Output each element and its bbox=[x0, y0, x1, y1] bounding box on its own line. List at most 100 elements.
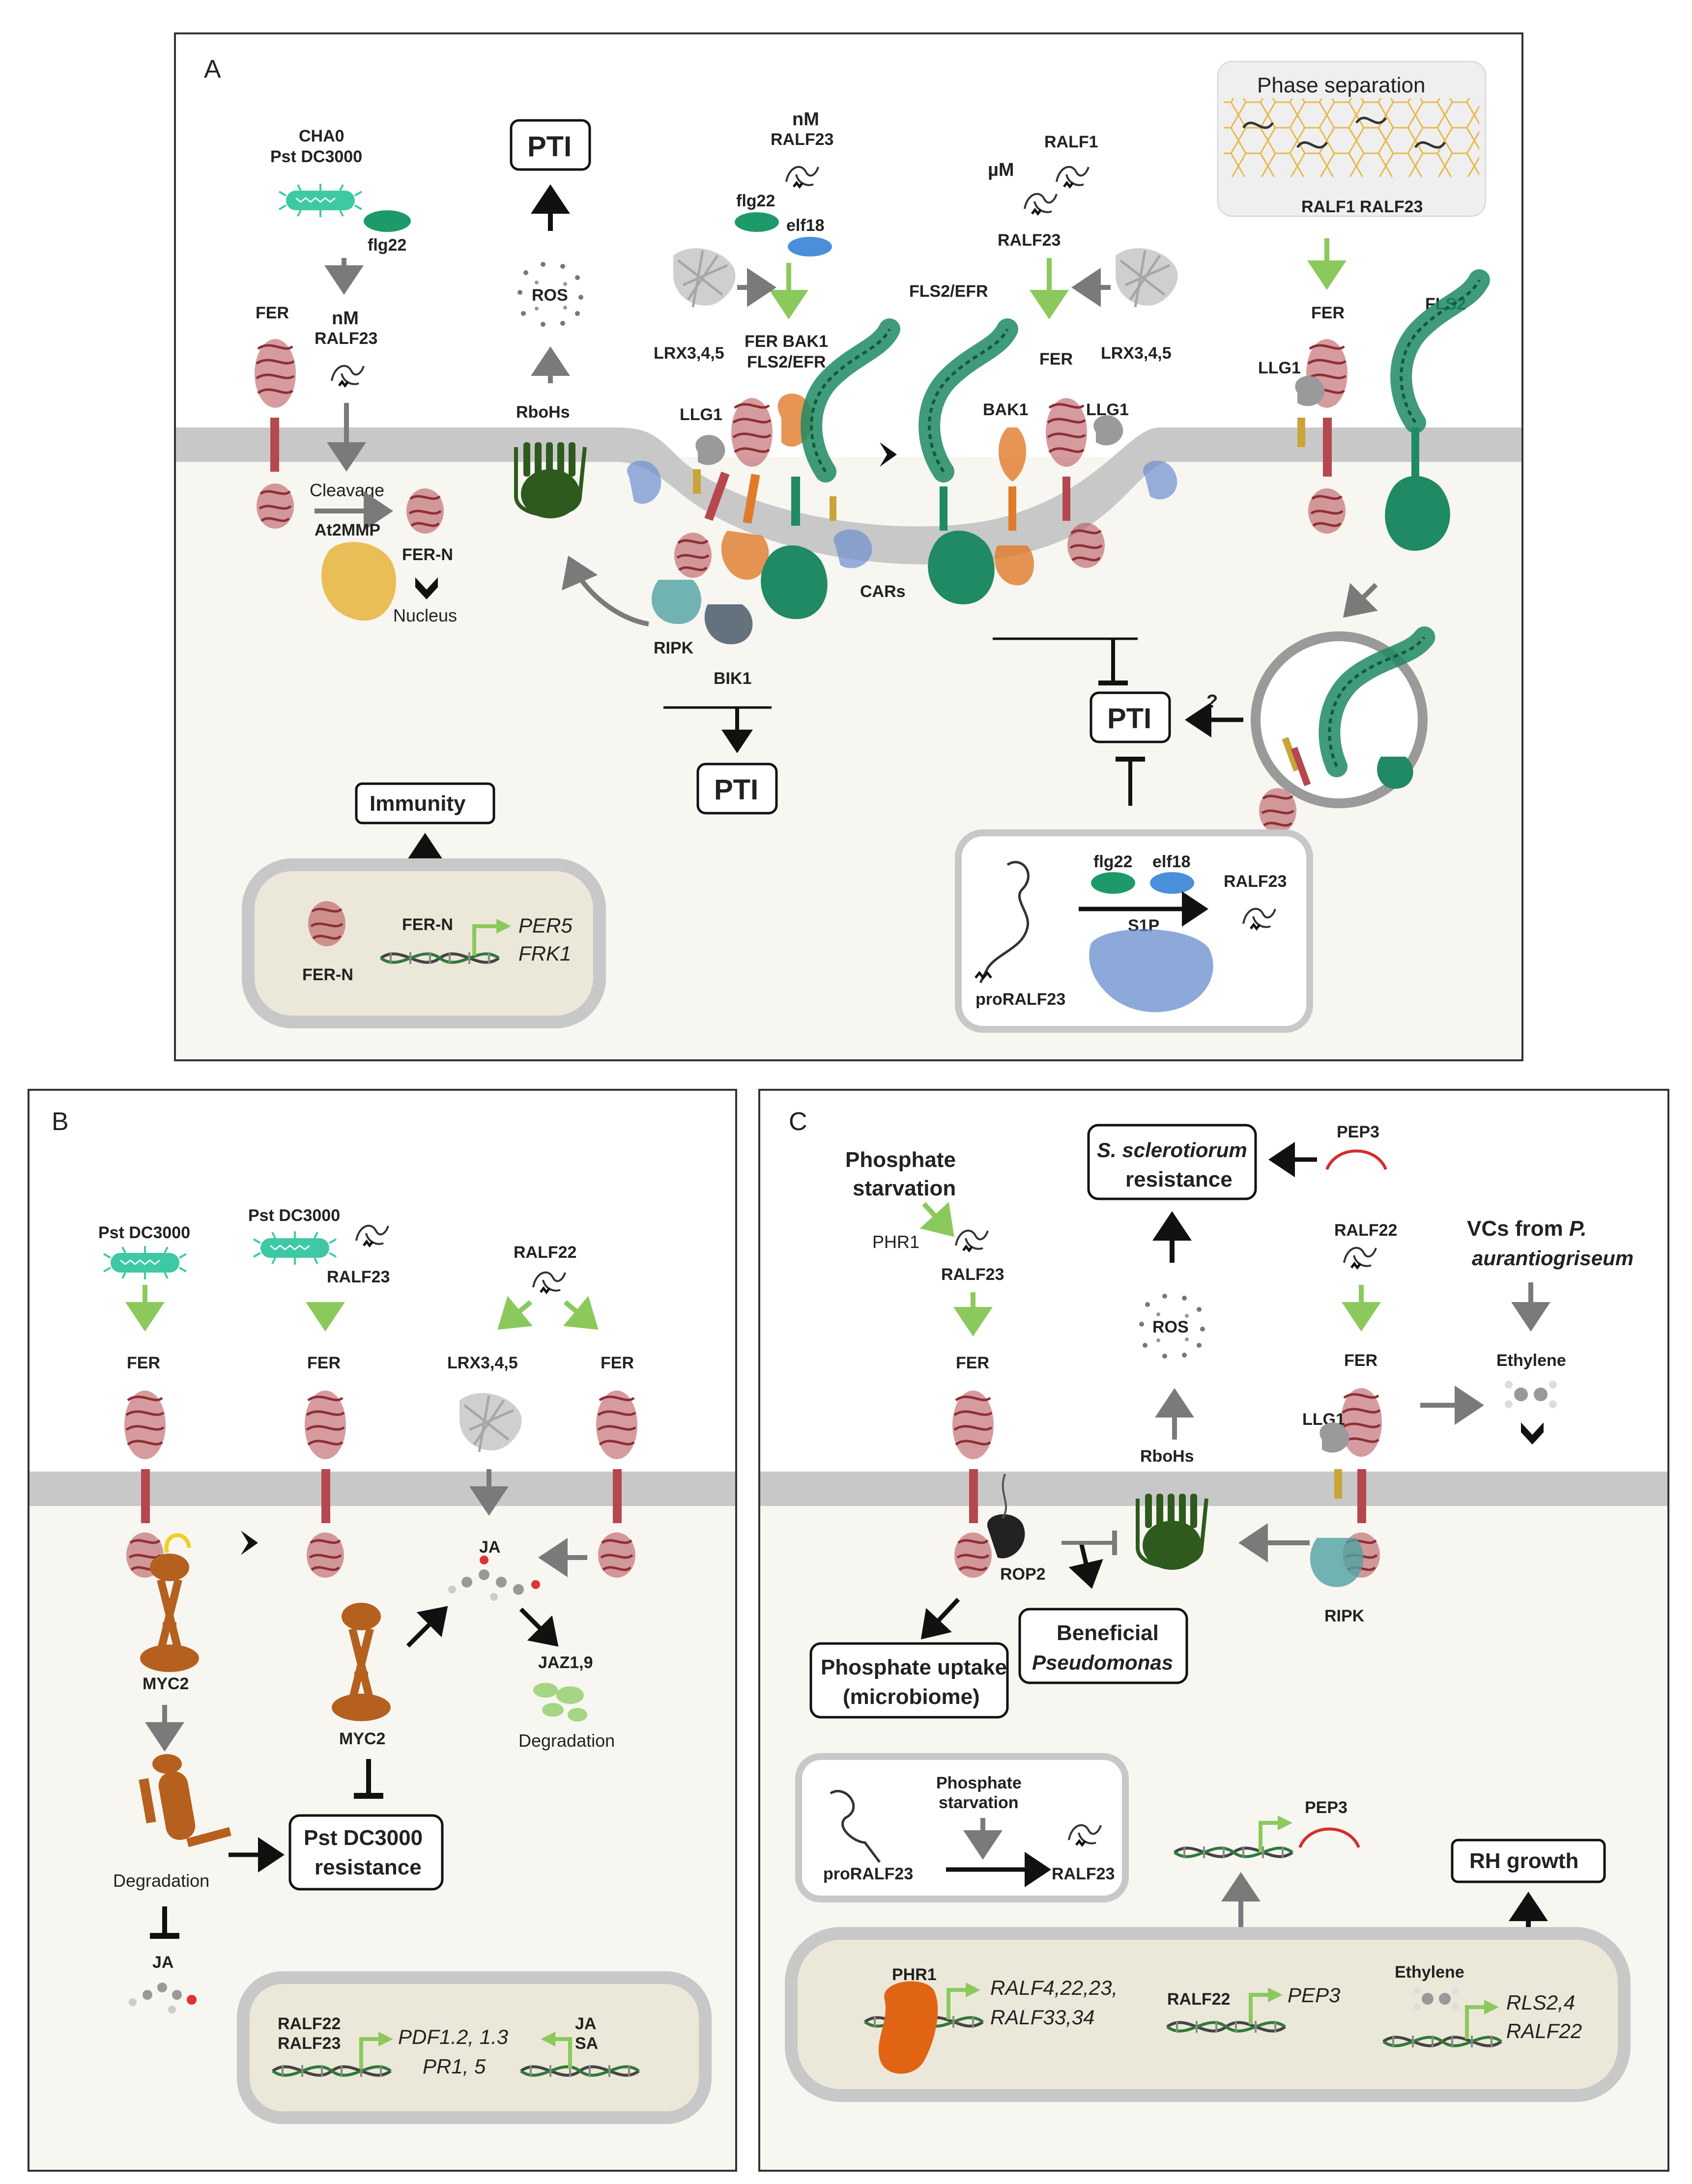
immunity-label: Immunity bbox=[370, 792, 466, 816]
fls2-kinase-far-right bbox=[1385, 476, 1450, 551]
myc2-degradation-fragments bbox=[139, 1754, 231, 1847]
phosphate-uptake-box bbox=[809, 1642, 1009, 1719]
ja-label-nucleus-b: JA bbox=[575, 2014, 596, 2033]
bak1-tm-complex bbox=[743, 474, 760, 524]
bak1-kinase-right bbox=[994, 545, 1034, 586]
rbohs-label-a: RboHs bbox=[516, 403, 570, 422]
jaz-label: JAZ1,9 bbox=[538, 1653, 593, 1672]
fer-n-label-nucleus: FER-N bbox=[302, 965, 353, 984]
nucleus-label: Nucleus bbox=[393, 605, 457, 625]
fer-receptor-complex bbox=[731, 398, 773, 467]
degradation-label-jaz: Degradation bbox=[518, 1730, 615, 1751]
phosphate-label-c-l1: Phosphate bbox=[845, 1148, 956, 1172]
fer-label-b2: FER bbox=[307, 1354, 341, 1372]
rh-growth-box bbox=[1451, 1839, 1606, 1883]
pep3-peptide-mid bbox=[1298, 1827, 1360, 1848]
fer-label-a-far-right: FER bbox=[1311, 304, 1345, 322]
ralf-genes-l2: RALF33,34 bbox=[990, 2006, 1094, 2029]
pst-dc3000-label-b1: Pst DC3000 bbox=[98, 1223, 190, 1242]
ralf23-label-left: RALF23 bbox=[315, 329, 377, 348]
llg1-grey-right bbox=[1093, 415, 1123, 446]
fer-kinase-far-right bbox=[1308, 488, 1346, 534]
fer-tm-b3 bbox=[613, 1469, 622, 1523]
lrx-label-b: LRX3,4,5 bbox=[447, 1354, 518, 1372]
ros-label-c: ROS bbox=[1152, 1318, 1189, 1336]
sclero-l1: S. sclerotiorum bbox=[1097, 1138, 1247, 1162]
cha0-label: CHA0 bbox=[299, 127, 344, 145]
sclerotiorum-resistance-box bbox=[1087, 1124, 1257, 1200]
myc2-label-b1: MYC2 bbox=[143, 1674, 189, 1693]
flg22-label-center: flg22 bbox=[736, 192, 775, 210]
panel-c-membrane bbox=[760, 1472, 1667, 1506]
degradation-label-b1: Degradation bbox=[113, 1871, 209, 1891]
fer-tm-complex bbox=[704, 471, 730, 521]
ethylene-label-nucleus: Ethylene bbox=[1395, 1963, 1464, 1982]
fer-label-a-right: FER bbox=[1039, 350, 1073, 369]
ralf22-label-nucleus-b: RALF22 bbox=[278, 2014, 341, 2033]
fer-kinase-domain bbox=[257, 483, 294, 529]
nucleus-c bbox=[785, 1927, 1631, 2102]
fls2-kinase-right bbox=[928, 531, 995, 604]
chevron-down-icon bbox=[415, 577, 438, 599]
ralf1-ralf23-label: RALF1 RALF23 bbox=[1301, 198, 1423, 216]
llg1-grey-c bbox=[1319, 1422, 1349, 1453]
pep3-label-c-top: PEP3 bbox=[1337, 1123, 1379, 1141]
uptake-l2: (microbiome) bbox=[843, 1685, 980, 1709]
fer-kinase-c1 bbox=[954, 1532, 992, 1578]
fer-kinase-right bbox=[1067, 523, 1105, 568]
fls2-efr-label-right: FLS2/EFR bbox=[909, 282, 988, 301]
flg22-label-a-left: flg22 bbox=[368, 236, 406, 255]
question-mark: ? bbox=[1206, 691, 1218, 712]
rbohs-label-c: RboHs bbox=[1140, 1447, 1194, 1466]
nm-label-center: nM bbox=[792, 109, 819, 130]
ripk-label-a: RIPK bbox=[654, 639, 694, 657]
um-label: µM bbox=[988, 160, 1014, 180]
ja-label-b-bottom: JA bbox=[152, 1953, 173, 1972]
s1p-protease bbox=[1089, 929, 1213, 1012]
fer-kinase-b2 bbox=[307, 1532, 344, 1578]
ralf23-label-b: RALF23 bbox=[327, 1268, 390, 1286]
fer-tm-endosome bbox=[1291, 747, 1311, 786]
llg1-grey-complex bbox=[695, 435, 725, 465]
fer-receptor-right bbox=[1046, 398, 1087, 467]
phr1-label-c: PHR1 bbox=[872, 1232, 919, 1252]
fer-label-b3: FER bbox=[601, 1354, 634, 1372]
fer-label-a-left: FER bbox=[256, 304, 289, 322]
fer-bak1-label: FER BAK1 bbox=[745, 332, 828, 351]
lrx-label-left: LRX3,4,5 bbox=[654, 344, 724, 363]
llg1-label-center: LLG1 bbox=[680, 405, 722, 424]
rls-l1: RLS2,4 bbox=[1506, 1991, 1575, 2014]
fls2-tm-complex bbox=[791, 477, 800, 526]
elf18-label-s1p: elf18 bbox=[1152, 852, 1191, 871]
fer-label-c1: FER bbox=[956, 1354, 989, 1372]
ja-molecule-b-center bbox=[448, 1556, 540, 1601]
vcs-label-l2: aurantiogriseum bbox=[1472, 1247, 1634, 1270]
llg1-in-endosome bbox=[1282, 737, 1300, 772]
at2mmp-label: At2MMP bbox=[315, 521, 380, 539]
ripk-label-c: RIPK bbox=[1324, 1607, 1365, 1625]
ralf23-label-center: RALF23 bbox=[771, 130, 833, 149]
nucleus-b bbox=[237, 1971, 712, 2124]
cleavage-label: Cleavage bbox=[310, 480, 384, 500]
panel-a: A Phase separation RALF1 RALF23 CHA0 Pst… bbox=[174, 32, 1523, 1061]
llg1-anchor bbox=[693, 469, 701, 494]
pst-dc3000-label-a: Pst DC3000 bbox=[270, 147, 362, 166]
pti-right-label: PTI bbox=[1107, 703, 1151, 735]
ethylene-molecule-nucleus bbox=[1413, 1987, 1459, 2010]
elf18-icon-s1p bbox=[1150, 872, 1194, 894]
pti-bottom-label: PTI bbox=[714, 774, 758, 806]
fer-label-b1: FER bbox=[127, 1354, 160, 1372]
ralf23-label-s1p: RALF23 bbox=[1224, 872, 1287, 891]
vcs-label-l1: VCs from P. bbox=[1467, 1217, 1587, 1241]
pep3-gene-label: PEP3 bbox=[1288, 1984, 1340, 2007]
ros-label-a: ROS bbox=[532, 286, 568, 305]
pro-ralf23-peptide-c bbox=[830, 1789, 881, 1863]
rop2-label: ROP2 bbox=[1000, 1565, 1046, 1584]
sa-label-nucleus-b: SA bbox=[575, 2034, 598, 2053]
ralf23-label-right: RALF23 bbox=[998, 231, 1061, 250]
fer-tm-far-right bbox=[1323, 418, 1332, 477]
beneficial-l1: Beneficial bbox=[1057, 1621, 1159, 1645]
phr1-protein bbox=[878, 1981, 938, 2074]
rboh-protein-c bbox=[1138, 1494, 1206, 1570]
flg22-icon-s1p bbox=[1091, 872, 1135, 894]
